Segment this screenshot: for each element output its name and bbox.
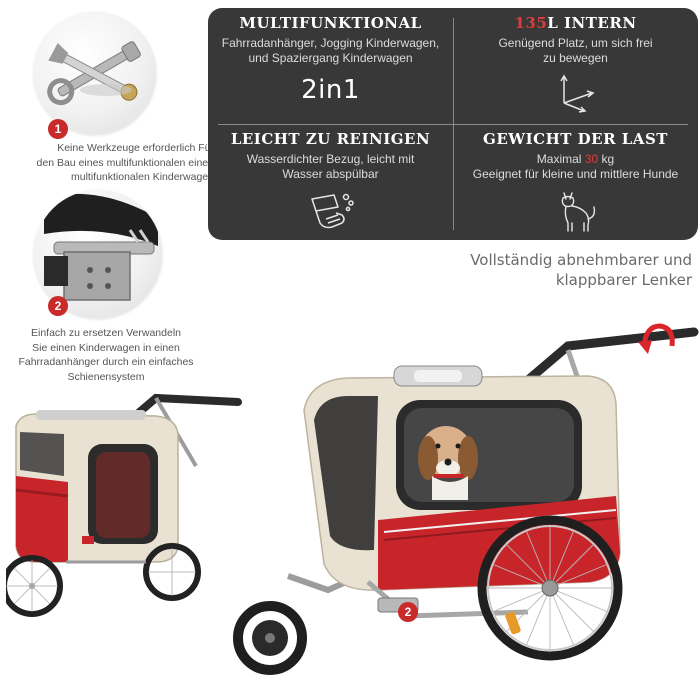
crossed-wrenches-icon [47, 41, 141, 106]
feature-title: 135L INTERN [514, 14, 636, 32]
feature-desc-line: Maximal 30 kg [473, 152, 678, 167]
feature-desc-line: zu bewegen [543, 50, 608, 65]
feature-desc-line: Wasserdichter Bezug, leicht mit [246, 152, 415, 166]
feature-desc-line: und Spaziergang Kinderwagen [248, 50, 413, 65]
callout-2-line-4: Schienensystem [67, 370, 145, 383]
callout-number-badge-2: 2 [48, 296, 68, 316]
feature-desc-line: Genügend Platz, um sich frei [498, 36, 653, 50]
feature-title: GEWICHT DER LAST [483, 130, 668, 148]
callout-number-badge-1: 1 [48, 119, 68, 139]
cat-icon [561, 192, 595, 232]
volume-number: 135 [514, 14, 548, 32]
callout-text-1: Keine Werkzeuge erforderlich Für den Bau… [0, 141, 214, 185]
weight-number: 30 [584, 152, 599, 166]
handle-caption-line-2: klappbarer Lenker [555, 271, 692, 289]
feature-multifunktional: MULTIFUNKTIONAL Fahrradanhänger, Jogging… [208, 8, 453, 124]
tools-photo [34, 12, 156, 134]
stroller-number-badge: 2 [398, 602, 418, 622]
feature-description: Maximal 30 kg Geeignet für kleine und mi… [473, 152, 678, 181]
rail-bracket-icon [44, 193, 158, 301]
feature-panel: MULTIFUNKTIONAL Fahrradanhänger, Jogging… [208, 8, 698, 240]
callout-text-2: Einfach zu ersetzen Verwandeln Sie einen… [0, 326, 212, 384]
callout-1-line-1: Keine Werkzeuge erforderlich Für [57, 142, 214, 154]
feature-cleaning: LEICHT ZU REINIGEN Wasserdichter Bezug, … [208, 124, 453, 240]
callout-2-line-2: Sie einen Kinderwagen in einen [32, 341, 180, 354]
two-in-one-label: 2in1 [301, 75, 360, 105]
feature-title: MULTIFUNKTIONAL [239, 14, 422, 32]
callout-1-line-3: multifunktionalen Kinderwagen [70, 171, 214, 183]
cleaning-hand-icon [310, 193, 354, 229]
stroller-front-view [233, 323, 699, 675]
feature-load-weight: GEWICHT DER LAST Maximal 30 kg Geeignet … [453, 124, 698, 240]
feature-desc-line: Fahrradanhänger, Jogging Kinderwagen, [221, 36, 440, 50]
callout-1-line-2: den Bau eines multifunktionalen einen [36, 156, 214, 169]
weight-prefix: Maximal [536, 152, 585, 166]
3d-axes-icon [559, 74, 595, 113]
feature-volume: 135L INTERN Genügend Platz, um sich frei… [453, 8, 698, 124]
weight-unit: kg [598, 152, 615, 166]
feature-description: Genügend Platz, um sich frei zu bewegen [498, 36, 652, 65]
feature-title: LEICHT ZU REINIGEN [230, 130, 431, 148]
handle-caption-line-1: Vollständig abnehmbarer und [470, 251, 692, 269]
feature-desc-line: Geeignet für kleine und mittlere Hunde [472, 166, 679, 181]
callout-2-line-1: Einfach zu ersetzen Verwandeln [30, 327, 181, 339]
feature-description: Fahrradanhänger, Jogging Kinderwagen, un… [222, 36, 440, 65]
callout-2-line-3: Fahrradanhänger durch ein einfaches [18, 356, 194, 368]
panel-divider-horizontal [218, 124, 688, 125]
feature-desc-line: Wasser abspülbar [282, 166, 379, 181]
handle-caption: Vollständig abnehmbarer und klappbarer L… [420, 250, 692, 290]
stroller-rear-view [6, 393, 242, 617]
feature-description: Wasserdichter Bezug, leicht mit Wasser a… [247, 152, 415, 181]
volume-unit: L INTERN [547, 14, 637, 32]
